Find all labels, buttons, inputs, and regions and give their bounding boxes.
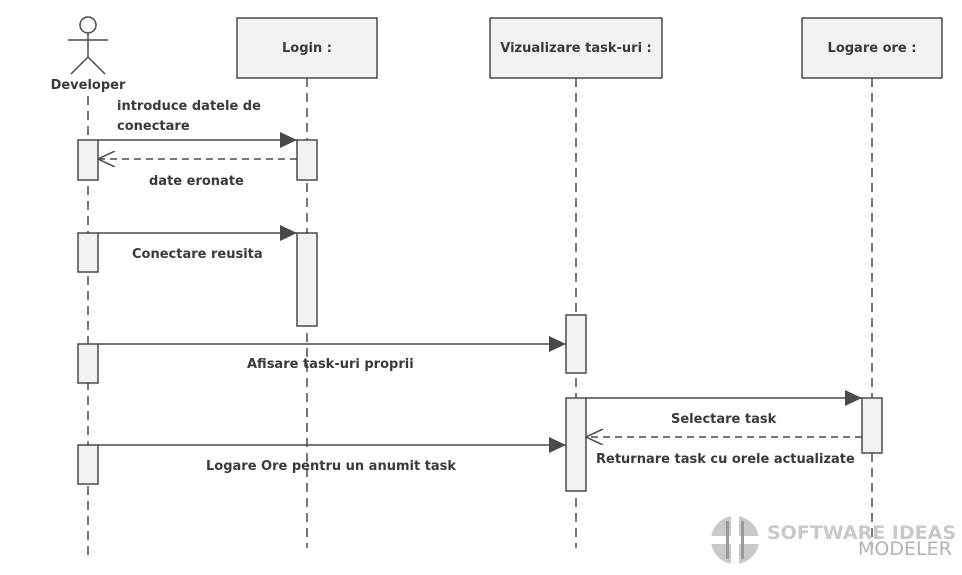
activation-bar-login-1 (296, 139, 318, 181)
message-label: Conectare reusita (132, 247, 263, 262)
activation-bar-logare-ore-1 (861, 397, 883, 454)
watermark-line1: SOFTWARE IDEAS (767, 522, 956, 544)
message-logare-ore[interactable]: Logare Ore pentru un anumit task (98, 437, 566, 474)
participant-login[interactable]: Login : (236, 17, 378, 79)
activation-bar-vizualizare-1 (565, 314, 587, 374)
participant-box[interactable] (489, 17, 663, 79)
message-returnare-task[interactable]: Returnare task cu orele actualizate (586, 437, 862, 467)
message-afisare-task-uri[interactable]: Afisare task-uri proprii (98, 336, 566, 372)
participant-vizualizare[interactable]: Vizualizare task-uri : (489, 17, 663, 79)
activation-bar-developer-3 (77, 343, 99, 384)
participant-box[interactable] (801, 17, 943, 79)
watermark: SOFTWARE IDEAS MODELER (711, 516, 956, 564)
actor-label: Developer (51, 78, 126, 93)
participant-box[interactable] (236, 17, 378, 79)
participant-label: Vizualizare task-uri : (500, 41, 652, 56)
activation-bar-developer-1 (77, 139, 99, 181)
participant-label: Logare ore : (828, 41, 917, 56)
participant-logare-ore[interactable]: Logare ore : (801, 17, 943, 79)
actor-developer (68, 16, 108, 75)
message-conectare-reusita[interactable]: Conectare reusita (98, 225, 297, 262)
actor-head (79, 16, 97, 34)
message-label-line2: conectare (117, 119, 190, 134)
participant-label: Login : (282, 41, 332, 56)
message-label-line1: introduce datele de (117, 99, 261, 114)
message-date-eronate[interactable]: date eronate (98, 159, 297, 189)
message-selectare-task[interactable]: Selectare task (586, 390, 862, 427)
watermark-line2: MODELER (858, 538, 952, 560)
activation-bar-vizualizare-2 (565, 397, 587, 492)
message-label: date eronate (149, 174, 244, 189)
message-label: Logare Ore pentru un anumit task (206, 459, 456, 474)
activation-bar-login-2 (296, 232, 318, 327)
activation-bar-developer-4 (77, 444, 99, 485)
activation-bar-developer-2 (77, 232, 99, 273)
message-introduce-datele[interactable]: introduce datele de conectare (98, 99, 297, 148)
message-label: Afisare task-uri proprii (247, 357, 414, 372)
message-label: Returnare task cu orele actualizate (596, 452, 855, 467)
software-ideas-logo-icon (711, 516, 759, 564)
message-label: Selectare task (671, 412, 777, 427)
